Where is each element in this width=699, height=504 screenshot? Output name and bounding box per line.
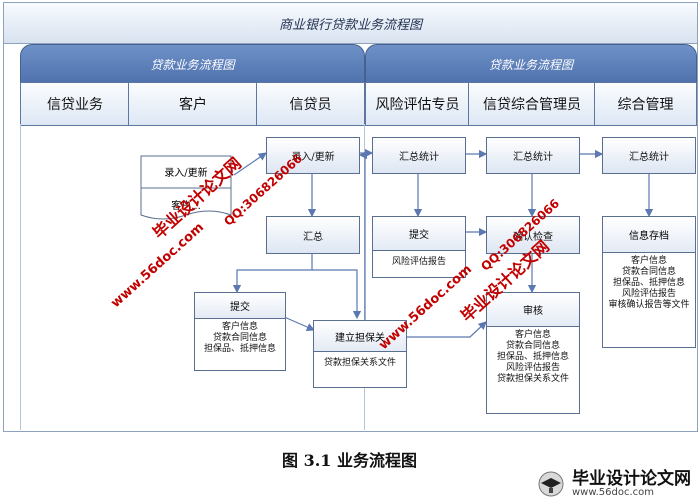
document-head: 提交 — [195, 293, 285, 319]
lane-label: 信贷员 — [289, 97, 332, 113]
document-body: 贷款担保关系文件 — [314, 352, 406, 369]
document-line: 担保品、抵押信息 — [203, 344, 276, 354]
lane-group-right: 贷款业务流程图 — [365, 44, 697, 84]
document-line: 贷款担保关系文件 — [323, 358, 396, 368]
document-body: 客户信息 贷款合同信息 担保品、抵押信息 风险评估报告 贷款担保关系文件 — [487, 327, 579, 385]
document-review: 审核 客户信息 贷款合同信息 担保品、抵押信息 风险评估报告 贷款担保关系文件 — [486, 292, 580, 414]
lane-label: 信贷综合管理员 — [483, 97, 581, 113]
process-label: 汇总 — [303, 231, 323, 243]
lane-group-label: 贷款业务流程图 — [150, 57, 235, 72]
lane-credit-business: 信贷业务 — [20, 82, 130, 126]
process-manager-stats: 汇总统计 — [486, 137, 580, 174]
lane-divider — [20, 124, 21, 430]
document-body: 客户信息 贷款合同信息 担保品、抵押信息 风险评估报告 审核确认报告等文件 — [603, 253, 695, 311]
document-line: 贷款合同信息 — [505, 341, 560, 351]
lane-label: 风险评估专员 — [375, 97, 460, 113]
document-line: 客户信息 — [630, 256, 667, 266]
document-line: 贷款合同信息 — [212, 333, 267, 343]
document-line: 审核确认报告等文件 — [608, 300, 690, 310]
document-head: 提交 — [373, 217, 465, 251]
document-line: 风险评估报告 — [621, 289, 676, 299]
document-line: 风险评估报告 — [505, 363, 560, 373]
process-input-update: 录入/更新 — [266, 137, 360, 174]
process-summary: 汇总 — [266, 216, 360, 254]
document-head: 审核 — [487, 293, 579, 327]
logo-url: www.56doc.com — [572, 487, 655, 498]
lane-group-label: 贷款业务流程图 — [488, 57, 573, 72]
document-head: 建立担保关 — [314, 321, 406, 352]
figure-caption: 图 3.1 业务流程图 — [282, 451, 417, 470]
diagram-title: 商业银行贷款业务流程图 — [278, 17, 422, 33]
document-body: 客户信息 贷款合同信息 担保品、抵押信息 — [195, 319, 285, 355]
document-archive: 信息存档 客户信息 贷款合同信息 担保品、抵押信息 风险评估报告 审核确认报告等… — [602, 216, 696, 348]
document-guarantee: 建立担保关 贷款担保关系文件 — [313, 320, 407, 388]
customer-document-body: 客户... — [171, 201, 201, 212]
document-line: 客户信息 — [514, 330, 551, 340]
lane-label: 客户 — [179, 97, 207, 113]
lane-admin: 综合管理 — [594, 82, 697, 126]
process-label: 汇总统计 — [629, 152, 669, 163]
diagram-title-bar: 商业银行贷款业务流程图 — [4, 3, 697, 44]
document-risk-submit: 提交 风险评估报告 — [372, 216, 466, 278]
customer-document-shape — [140, 155, 232, 220]
document-line: 风险评估报告 — [391, 257, 446, 267]
lane-label: 综合管理 — [617, 97, 674, 113]
lane-credit-manager: 信贷综合管理员 — [468, 82, 596, 126]
document-body: 风险评估报告 — [373, 251, 465, 268]
lane-loan-officer: 信贷员 — [256, 82, 365, 126]
lane-risk-specialist: 风险评估专员 — [365, 82, 470, 126]
document-line: 贷款担保关系文件 — [496, 374, 569, 384]
document-head: 信息存档 — [603, 217, 695, 253]
process-admin-stats: 汇总统计 — [602, 137, 696, 174]
document-line: 担保品、抵押信息 — [612, 278, 685, 288]
graduation-cap-icon — [538, 471, 564, 497]
lane-customer: 客户 — [128, 82, 258, 126]
process-label: 汇总统计 — [399, 152, 439, 163]
process-risk-stats: 汇总统计 — [372, 137, 466, 174]
document-line: 担保品、抵押信息 — [496, 352, 569, 362]
lane-group-left: 贷款业务流程图 — [20, 44, 365, 84]
process-label: 汇总统计 — [513, 152, 553, 163]
document-submit-left: 提交 客户信息 贷款合同信息 担保品、抵押信息 — [194, 292, 286, 371]
site-logo: 毕业设计论文网 www.56doc.com — [536, 469, 691, 499]
process-confirm-check: 确认检查 — [486, 216, 580, 254]
process-label: 录入/更新 — [291, 152, 335, 163]
document-line: 贷款合同信息 — [621, 267, 676, 277]
process-label: 确认检查 — [513, 231, 553, 243]
document-line: 客户信息 — [221, 322, 258, 332]
lane-label: 信贷业务 — [47, 97, 103, 113]
logo-name: 毕业设计论文网 — [572, 469, 691, 489]
customer-document-head: 录入/更新 — [164, 168, 208, 179]
